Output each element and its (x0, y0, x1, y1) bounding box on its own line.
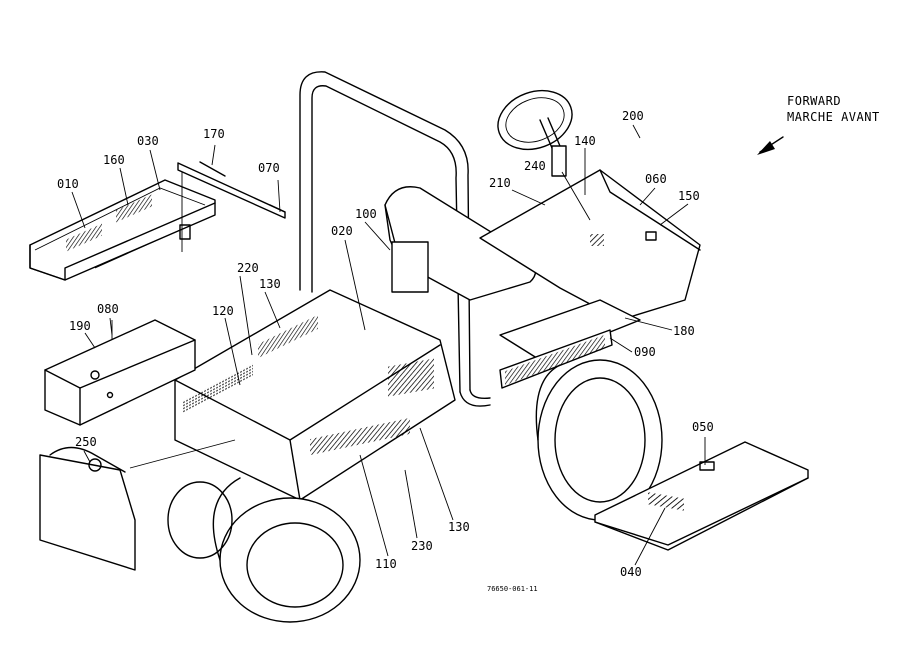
callout-240: 240 (524, 159, 546, 173)
callout-050: 050 (692, 420, 714, 434)
steering-wheel (497, 89, 573, 177)
callout-090: 090 (634, 345, 656, 359)
callout-100: 100 (355, 207, 377, 221)
left-frame (44, 319, 196, 426)
callout-110: 110 (375, 557, 397, 571)
rear-deck (479, 169, 701, 321)
callout-070: 070 (258, 161, 280, 175)
callout-080: 080 (97, 302, 119, 316)
grille (39, 446, 136, 571)
operator-seat (384, 186, 537, 301)
callout-170: 170 (203, 127, 225, 141)
callout-210: 210 (489, 176, 511, 190)
decal-strip-170 (177, 161, 286, 219)
callout-030: 030 (137, 134, 159, 148)
engine-hood (129, 289, 456, 501)
callout-020: 020 (331, 224, 353, 238)
callout-010: 010 (57, 177, 79, 191)
left-fender-panel (29, 165, 216, 281)
callout-180: 180 (673, 324, 695, 338)
rear-wheel (535, 359, 663, 521)
callout-190: 190 (69, 319, 91, 333)
roll-over-bar (299, 71, 491, 407)
callout-120: 120 (212, 304, 234, 318)
callout-220: 220 (237, 261, 259, 275)
marche-avant-label: MARCHE AVANT (787, 110, 880, 124)
floor-mat (499, 299, 641, 389)
callout-130-top: 130 (259, 277, 281, 291)
front-wheel (167, 477, 361, 623)
callout-250: 250 (75, 435, 97, 449)
leader-lines (71, 124, 706, 566)
callout-150: 150 (678, 189, 700, 203)
callout-200: 200 (622, 109, 644, 123)
callout-040: 040 (620, 565, 642, 579)
forward-arrow-icon (757, 136, 784, 155)
drawing-number: 76650-061-11 (487, 585, 538, 593)
callout-160: 160 (103, 153, 125, 167)
callout-230: 230 (411, 539, 433, 553)
callout-130-bottom: 130 (448, 520, 470, 534)
callout-060: 060 (645, 172, 667, 186)
right-floor-panel (594, 441, 809, 551)
forward-label: FORWARD (787, 94, 842, 108)
callout-140: 140 (574, 134, 596, 148)
